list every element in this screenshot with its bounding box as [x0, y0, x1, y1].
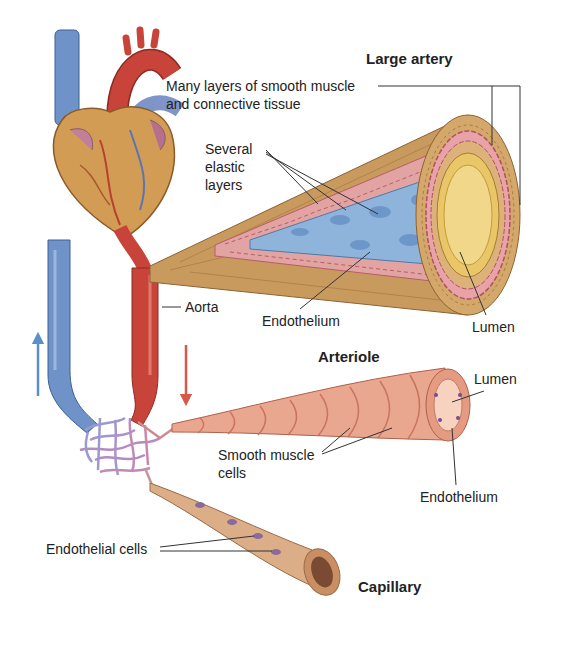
- heart: [120, 228, 145, 270]
- part-label: Several elastic layers: [205, 140, 275, 194]
- capillary-network: [115, 420, 118, 475]
- heart: [70, 129, 93, 150]
- large-artery: [215, 150, 440, 282]
- large-artery: [150, 115, 520, 315]
- part-label: Aorta: [185, 298, 218, 316]
- leader-line: [378, 86, 520, 205]
- large-artery: [330, 215, 350, 225]
- arteriole: [348, 387, 359, 437]
- arteriole: [426, 369, 470, 441]
- capillary-network: [95, 455, 145, 460]
- arteriole: [228, 412, 235, 434]
- part-label: Lumen: [472, 318, 515, 336]
- heart: [100, 140, 120, 225]
- heart: [53, 107, 174, 238]
- capillary-network: [145, 468, 152, 485]
- leader-line: [160, 551, 272, 552]
- capillary: [227, 519, 237, 525]
- heart: [80, 165, 110, 205]
- leader-line: [162, 307, 181, 308]
- vessel-title: Arteriole: [318, 348, 380, 366]
- arteriole: [434, 393, 438, 397]
- aorta-tube: [131, 268, 158, 426]
- large-artery: [250, 175, 440, 265]
- capillary: [298, 544, 346, 601]
- capillary-network: [80, 438, 160, 450]
- arteriole: [318, 394, 328, 436]
- part-label: Many layers of smooth muscle and connect…: [166, 77, 381, 113]
- capillary: [307, 554, 337, 591]
- capillary-network: [145, 425, 148, 465]
- capillary-network: [86, 432, 92, 462]
- large-artery: [444, 165, 492, 265]
- arteriole: [198, 375, 420, 439]
- large-artery: [437, 153, 499, 277]
- leader-line: [452, 428, 456, 485]
- vein-tube: [48, 240, 97, 433]
- heart: [53, 30, 180, 270]
- capillary: [150, 483, 332, 594]
- arteriole: [288, 400, 297, 435]
- capillary: [150, 483, 346, 600]
- capillary-network: [85, 418, 125, 430]
- aorta-tube: [131, 268, 158, 426]
- heart: [130, 130, 144, 210]
- large-artery: [426, 131, 510, 299]
- capillary: [271, 549, 281, 555]
- flow-arrow: [185, 345, 188, 400]
- arteriole: [408, 375, 420, 439]
- large-artery: [422, 125, 514, 305]
- arteriole: [434, 379, 462, 431]
- arteriole: [458, 393, 462, 397]
- vessel-title: Capillary: [358, 578, 421, 596]
- arteriole: [198, 418, 204, 433]
- leader-line: [266, 154, 378, 214]
- arteriole: [172, 368, 445, 440]
- arteriole: [456, 416, 460, 420]
- heart: [150, 120, 165, 150]
- part-label: Lumen: [474, 370, 517, 388]
- flow-arrow: [37, 338, 40, 396]
- large-artery: [369, 206, 391, 218]
- arteriole: [258, 406, 266, 435]
- large-artery: [350, 240, 370, 250]
- leader-line: [160, 536, 254, 547]
- arteriole: [172, 368, 470, 441]
- capillary-network: [98, 418, 100, 470]
- leader-line: [460, 252, 486, 315]
- leader-line: [492, 86, 493, 145]
- capillary-network: [90, 430, 135, 440]
- arteriole: [438, 418, 442, 422]
- leader-line: [160, 86, 520, 551]
- large-artery: [291, 228, 309, 236]
- large-artery: [431, 141, 505, 289]
- leader-line: [322, 428, 392, 454]
- capillary: [195, 502, 205, 508]
- capillary-network: [138, 422, 174, 438]
- leader-line: [300, 252, 370, 309]
- large-artery: [416, 115, 520, 315]
- capillary-network: [80, 418, 174, 485]
- capillary-network: [100, 468, 150, 472]
- aorta-tube: [149, 275, 152, 375]
- heart: [126, 30, 156, 52]
- vein-tube: [48, 240, 97, 433]
- part-label: Endothelium: [262, 312, 340, 330]
- capillary-network: [130, 418, 134, 472]
- capillary: [253, 533, 263, 539]
- flow-arrow: [38, 338, 186, 400]
- part-label: Endothelial cells: [46, 540, 147, 558]
- vein-tube: [54, 250, 57, 370]
- part-label: Endothelium: [420, 488, 498, 506]
- leader-line: [452, 391, 484, 402]
- part-label: Smooth muscle cells: [218, 446, 328, 482]
- vessel-title: Large artery: [366, 50, 453, 68]
